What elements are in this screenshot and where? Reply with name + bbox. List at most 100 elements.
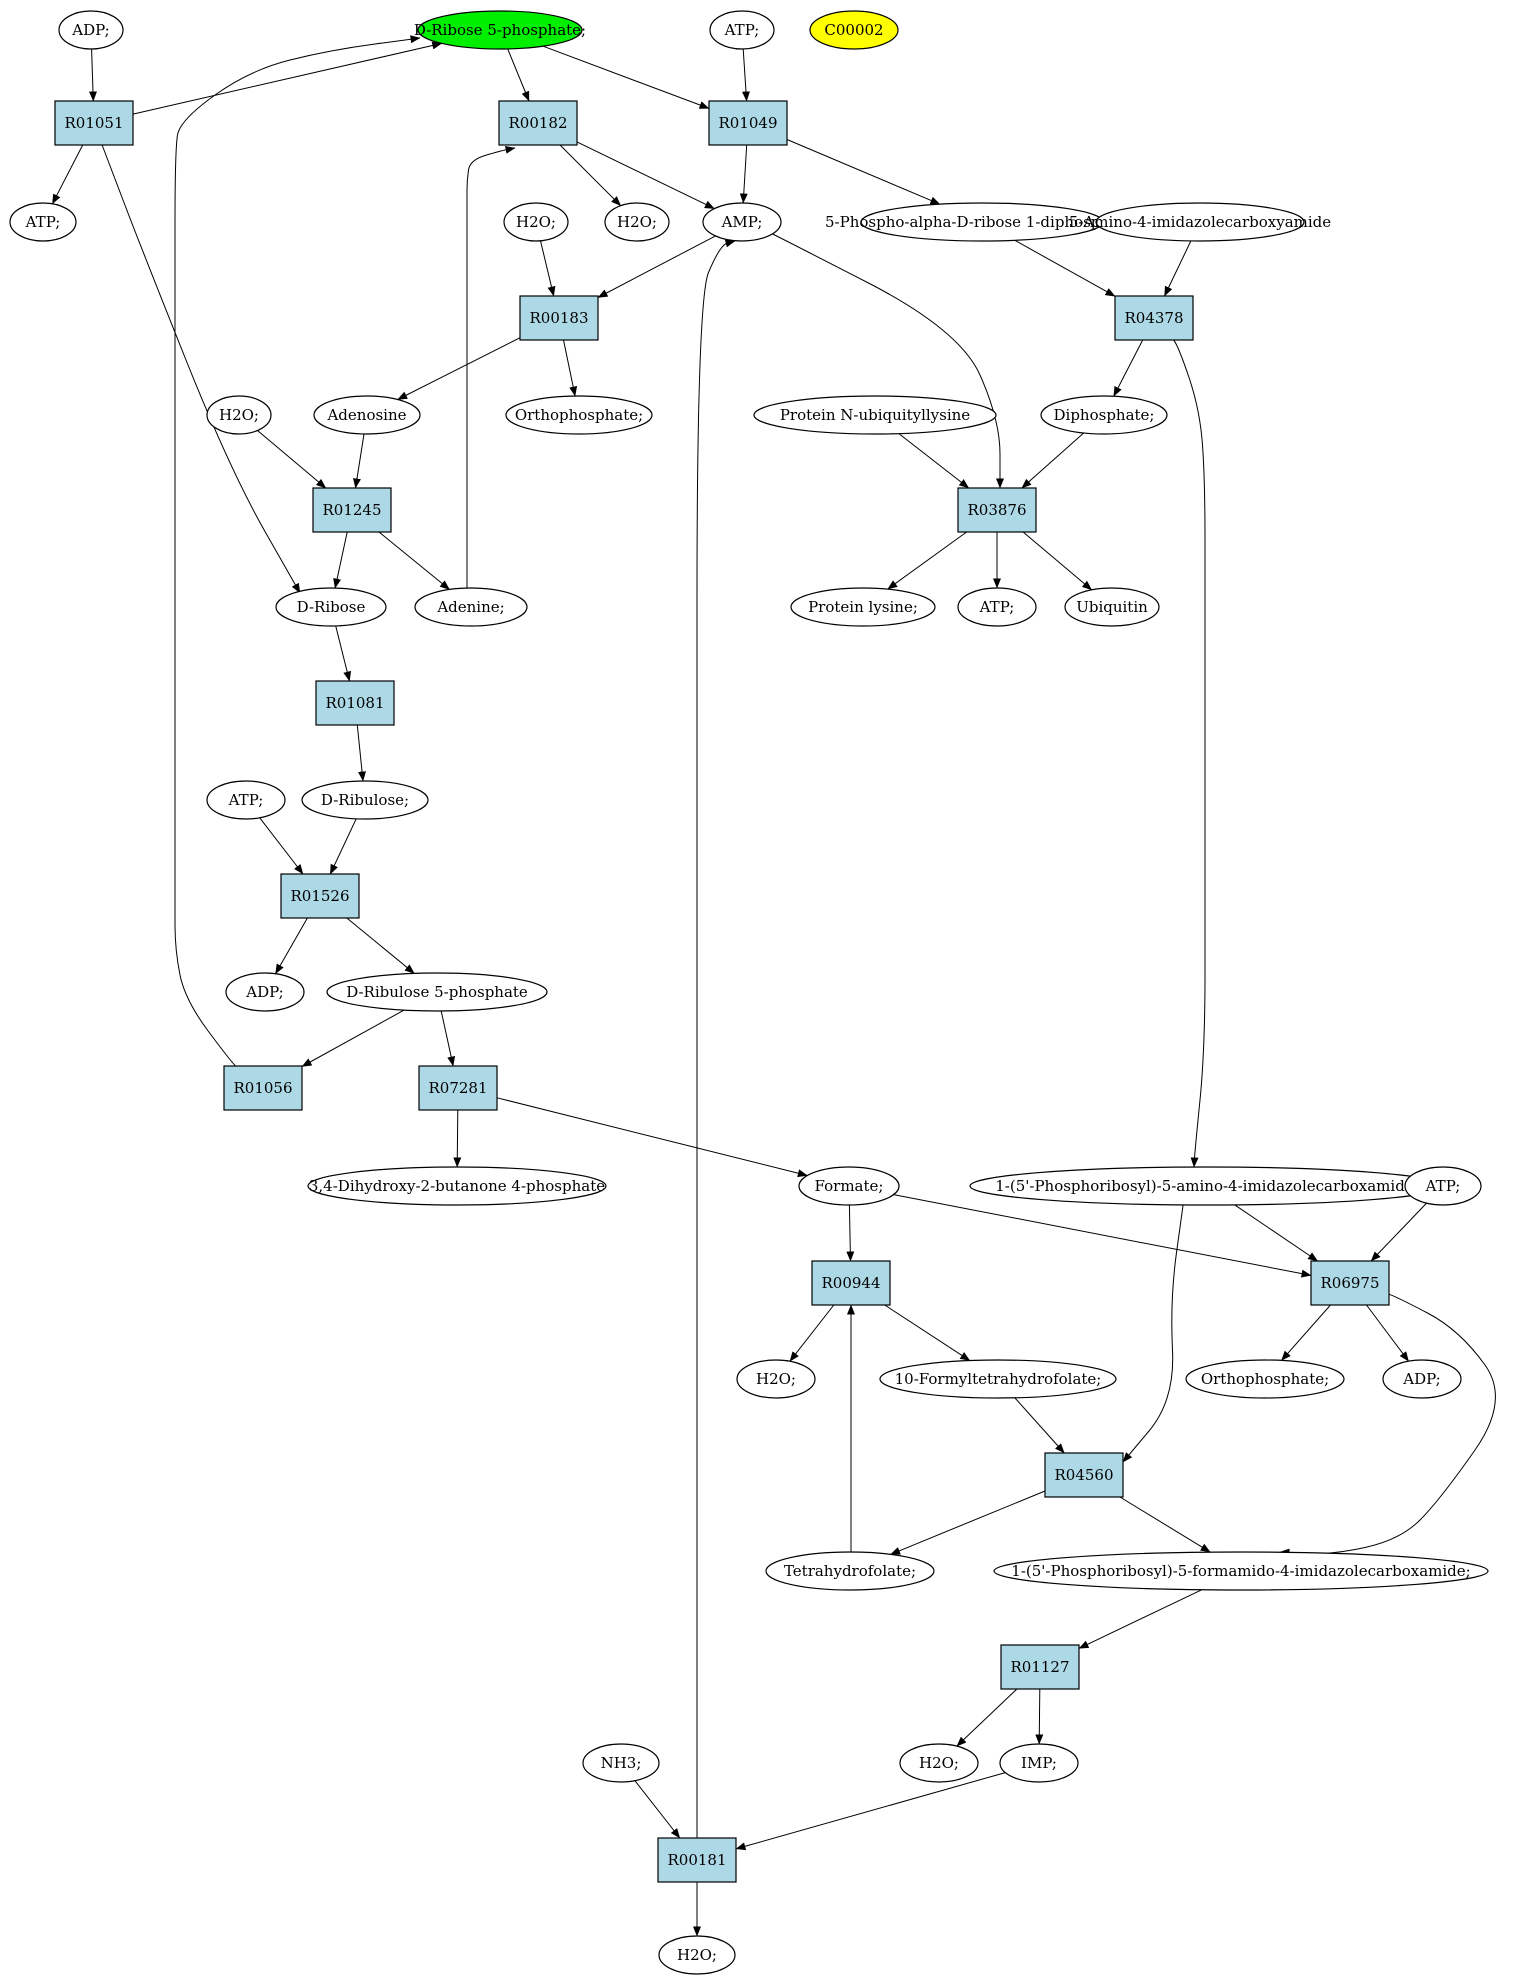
node-label: NH3; bbox=[601, 1754, 642, 1772]
edge-formate-to-r00944 bbox=[846, 1204, 855, 1262]
compound-node-d-ribose-5-phosphate: D-Ribose 5-phosphate; bbox=[414, 10, 586, 50]
compound-node-dhbp: 3,4-Dihydroxy-2-butanone 4-phosphate bbox=[307, 1166, 607, 1206]
node-label: Adenine; bbox=[436, 598, 504, 616]
compound-node-aica: 5-Amino-4-imidazolecarboxyamide bbox=[1069, 202, 1331, 242]
edge-d_ribulose_5_phosphate-to-r01056 bbox=[301, 1009, 405, 1067]
edge-r03876-to-ubiquitin bbox=[1022, 531, 1093, 591]
reaction-node-r01056: R01056 bbox=[223, 1065, 303, 1111]
edge-prpp-to-r04378 bbox=[1014, 239, 1116, 297]
compound-node-protein-lysine: Protein lysine; bbox=[790, 587, 936, 627]
node-label: Adenosine bbox=[326, 406, 406, 424]
reaction-node-r01081: R01081 bbox=[315, 680, 395, 726]
edge-r07281-to-dhbp bbox=[453, 1109, 462, 1168]
node-label: R01127 bbox=[1010, 1658, 1069, 1676]
compound-node-protein-n-ubiquityllysine: Protein N-ubiquityllysine bbox=[753, 395, 997, 435]
node-label: R06975 bbox=[1320, 1274, 1379, 1292]
compound-node-aicar: 1-(5'-Phosphoribosyl)-5-amino-4-imidazol… bbox=[969, 1166, 1445, 1206]
reaction-node-r07281: R07281 bbox=[418, 1065, 498, 1111]
compound-node-adenosine: Adenosine bbox=[313, 395, 421, 435]
compound-node-h2o-6: H2O; bbox=[658, 1935, 736, 1975]
edge-adp_1-to-r01051 bbox=[88, 48, 97, 102]
node-label: C00002 bbox=[824, 21, 883, 39]
edge-r04378-to-aicar bbox=[1173, 339, 1206, 1168]
node-label: ATP; bbox=[228, 791, 264, 809]
compound-node-imp: IMP; bbox=[999, 1743, 1079, 1783]
node-label: Diphosphate; bbox=[1054, 406, 1155, 424]
edge-r04560-to-faicar bbox=[1119, 1496, 1211, 1553]
node-label: H2O; bbox=[516, 213, 556, 231]
reaction-node-r03876: R03876 bbox=[957, 487, 1037, 533]
node-label: R04560 bbox=[1054, 1466, 1113, 1484]
edge-layer bbox=[51, 35, 1496, 1937]
node-label: ADP; bbox=[245, 983, 283, 1001]
reaction-node-r01051: R01051 bbox=[54, 100, 134, 146]
edge-aica-to-r04378 bbox=[1164, 240, 1192, 297]
node-label: Tetrahydrofolate; bbox=[784, 1562, 916, 1580]
edge-d_ribose_5_phosphate-to-r00182 bbox=[507, 48, 530, 102]
edge-r01051-to-atp_2 bbox=[51, 144, 84, 205]
edge-r00181-to-amp bbox=[696, 239, 736, 1839]
node-label: ATP; bbox=[724, 21, 760, 39]
node-label: R01526 bbox=[290, 887, 349, 905]
node-label: ATP; bbox=[979, 598, 1015, 616]
node-label: Protein N-ubiquityllysine bbox=[780, 406, 970, 424]
reaction-node-r04378: R04378 bbox=[1114, 295, 1194, 341]
compound-node-adp-2: ADP; bbox=[225, 972, 305, 1012]
reaction-node-r01127: R01127 bbox=[1000, 1644, 1080, 1690]
node-label: 3,4-Dihydroxy-2-butanone 4-phosphate bbox=[309, 1177, 605, 1195]
edge-r06975-to-orthophosphate_2 bbox=[1281, 1304, 1331, 1361]
edge-r06975-to-faicar bbox=[1279, 1293, 1496, 1557]
compound-node-nh3: NH3; bbox=[582, 1743, 660, 1783]
edge-r06975-to-adp_3 bbox=[1366, 1304, 1410, 1362]
edge-r01056-to-d_ribose_5_phosphate bbox=[174, 35, 421, 1067]
compound-node-amp: AMP; bbox=[702, 202, 782, 242]
edge-r01049-to-prpp bbox=[786, 139, 941, 205]
edge-h2o_3-to-r01245 bbox=[257, 430, 327, 489]
edge-formyl_thf-to-r04560 bbox=[1014, 1397, 1065, 1454]
node-label: R01049 bbox=[718, 114, 777, 132]
compound-node-faicar: 1-(5'-Phosphoribosyl)-5-formamido-4-imid… bbox=[993, 1551, 1489, 1591]
edge-aicar-to-r06975 bbox=[1234, 1204, 1319, 1262]
compound-node-d-ribulose: D-Ribulose; bbox=[301, 780, 429, 820]
node-label: 10-Formyltetrahydrofolate; bbox=[895, 1370, 1102, 1388]
node-label: 5-Amino-4-imidazolecarboxyamide bbox=[1069, 213, 1331, 231]
compound-node-diphosphate: Diphosphate; bbox=[1040, 395, 1168, 435]
node-label: Protein lysine; bbox=[808, 598, 918, 616]
edge-diphosphate-to-r03876 bbox=[1021, 432, 1085, 489]
node-label: AMP; bbox=[721, 213, 763, 231]
compound-node-h2o-1: H2O; bbox=[503, 202, 569, 242]
node-label: 1-(5'-Phosphoribosyl)-5-formamido-4-imid… bbox=[1011, 1562, 1470, 1580]
node-label: Ubiquitin bbox=[1076, 598, 1148, 616]
compound-node-h2o-4: H2O; bbox=[736, 1359, 816, 1399]
edge-r03876-to-protein_lysine bbox=[887, 531, 967, 590]
edge-adenine-to-r00182 bbox=[466, 145, 516, 589]
edge-nh3-to-r00181 bbox=[634, 1780, 681, 1839]
edge-amp-to-r00183 bbox=[597, 235, 716, 298]
reaction-node-r00181: R00181 bbox=[657, 1837, 737, 1883]
compound-node-formyl-thf: 10-Formyltetrahydrofolate; bbox=[879, 1359, 1117, 1399]
node-label: IMP; bbox=[1021, 1754, 1057, 1772]
compound-node-atp-4: ATP; bbox=[206, 780, 286, 820]
node-label: H2O; bbox=[756, 1370, 796, 1388]
edge-r07281-to-formate bbox=[496, 1097, 808, 1178]
node-label: D-Ribulose; bbox=[321, 791, 409, 809]
node-label: R01056 bbox=[233, 1079, 292, 1097]
node-label: R07281 bbox=[428, 1079, 487, 1097]
edge-r04378-to-diphosphate bbox=[1113, 339, 1144, 397]
edge-r00183-to-orthophosphate_1 bbox=[563, 339, 578, 397]
edge-r01245-to-d_ribose bbox=[333, 531, 348, 589]
compound-node-adp-3: ADP; bbox=[1382, 1359, 1462, 1399]
edge-protein_n_ubiquityllysine-to-r03876 bbox=[898, 433, 970, 489]
compound-node-atp-5: ATP; bbox=[1404, 1166, 1482, 1206]
edge-d_ribose-to-r01081 bbox=[335, 625, 352, 682]
edge-r01051-to-d_ribose_5_phosphate bbox=[132, 41, 443, 115]
compound-node-h2o-2: H2O; bbox=[604, 202, 670, 242]
node-label: H2O; bbox=[219, 406, 259, 424]
edge-r00183-to-adenosine bbox=[397, 337, 521, 400]
compound-node-prpp: 5-Phospho-alpha-D-ribose 1-diphosphate; bbox=[825, 202, 1139, 242]
compound-node-d-ribulose-5-phosphate: D-Ribulose 5-phosphate bbox=[326, 972, 548, 1012]
node-label: H2O; bbox=[919, 1754, 959, 1772]
node-label: D-Ribose bbox=[297, 598, 366, 616]
edge-adenosine-to-r01245 bbox=[353, 433, 365, 489]
edge-r01127-to-imp bbox=[1035, 1688, 1044, 1745]
